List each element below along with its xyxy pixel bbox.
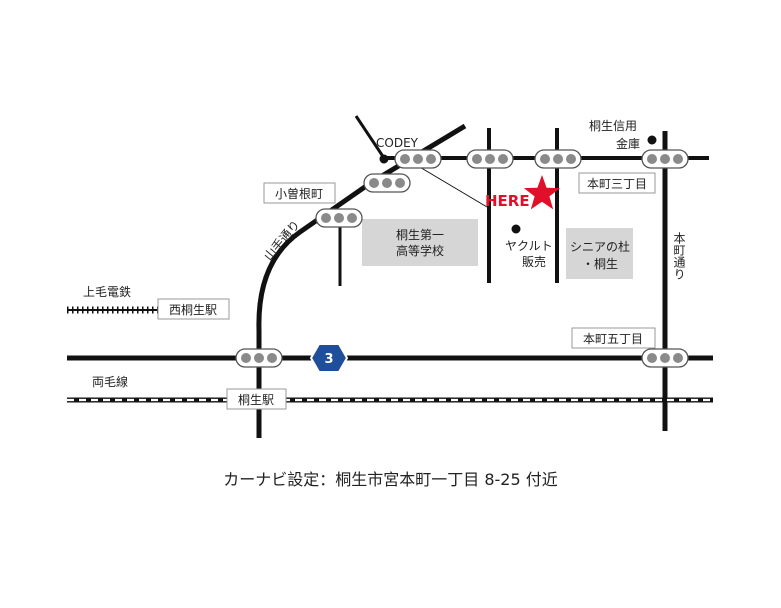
- codey-label: CODEY: [376, 136, 419, 150]
- jomo-dentetsu-label: 上毛電鉄: [83, 284, 131, 299]
- kiryu-daiichi-label-1: 桐生第一: [396, 228, 444, 242]
- car-navi-setting: カーナビ設定：桐生市宮本町一丁目 8-25 付近: [223, 470, 558, 489]
- traffic-light-icon: [534, 149, 582, 169]
- route-number: 3: [324, 352, 333, 367]
- honcho-5-label-box: [571, 327, 656, 349]
- location-dot-icon: [647, 135, 657, 145]
- kiryu-daiichi-label-2: 高等学校: [396, 243, 444, 258]
- traffic-light-icon: [235, 348, 283, 368]
- location-dot-icon: [511, 224, 521, 234]
- honcho-3-label: 本町三丁目: [587, 177, 647, 191]
- traffic-lights: [235, 149, 689, 368]
- traffic-light-icon: [641, 348, 689, 368]
- komonecho-label-box: [263, 182, 336, 204]
- ryomo-line-label: 両毛線: [92, 374, 128, 389]
- yakult-label-2: 販売: [522, 254, 546, 269]
- traffic-light-icon: [363, 173, 411, 193]
- kiryu-shinyo-label-1: 桐生信用: [589, 119, 637, 133]
- honcho-5-label: 本町五丁目: [583, 332, 643, 346]
- yakult-label-1: ヤクルト: [505, 239, 553, 253]
- senior-label-1: シニアの杜: [570, 239, 630, 254]
- thin-road: [417, 165, 488, 208]
- star-icon: [523, 175, 561, 210]
- traffic-light-icon: [466, 149, 514, 169]
- honcho-3-label-box: [578, 172, 656, 194]
- honcho-dori-label: 本町通り: [672, 232, 686, 280]
- nishi-kiryu-eki-label-box: [157, 298, 230, 320]
- codey-road: [354, 115, 386, 159]
- location-dot-icon: [379, 154, 389, 164]
- senior-no-mori-building: [566, 228, 633, 279]
- route-shield-icon: [309, 343, 349, 373]
- kiryu-eki-label: 桐生駅: [238, 393, 274, 407]
- yamate-dori-road: [256, 123, 467, 438]
- here-label: HERE: [485, 192, 530, 210]
- traffic-light-icon: [315, 208, 363, 228]
- traffic-light-icon: [394, 149, 442, 169]
- yamate-dori-label: 山手通り: [261, 218, 303, 264]
- kiryu-daiichi-building: [362, 219, 478, 266]
- komonecho-label: 小曽根町: [275, 186, 323, 201]
- senior-label-2: ・桐生: [582, 257, 618, 271]
- traffic-light-icon: [641, 149, 689, 169]
- kiryu-eki-label-box: [226, 388, 287, 410]
- nishi-kiryu-eki-label: 西桐生駅: [169, 303, 217, 317]
- kiryu-shinyo-label-2: 金庫: [616, 136, 640, 151]
